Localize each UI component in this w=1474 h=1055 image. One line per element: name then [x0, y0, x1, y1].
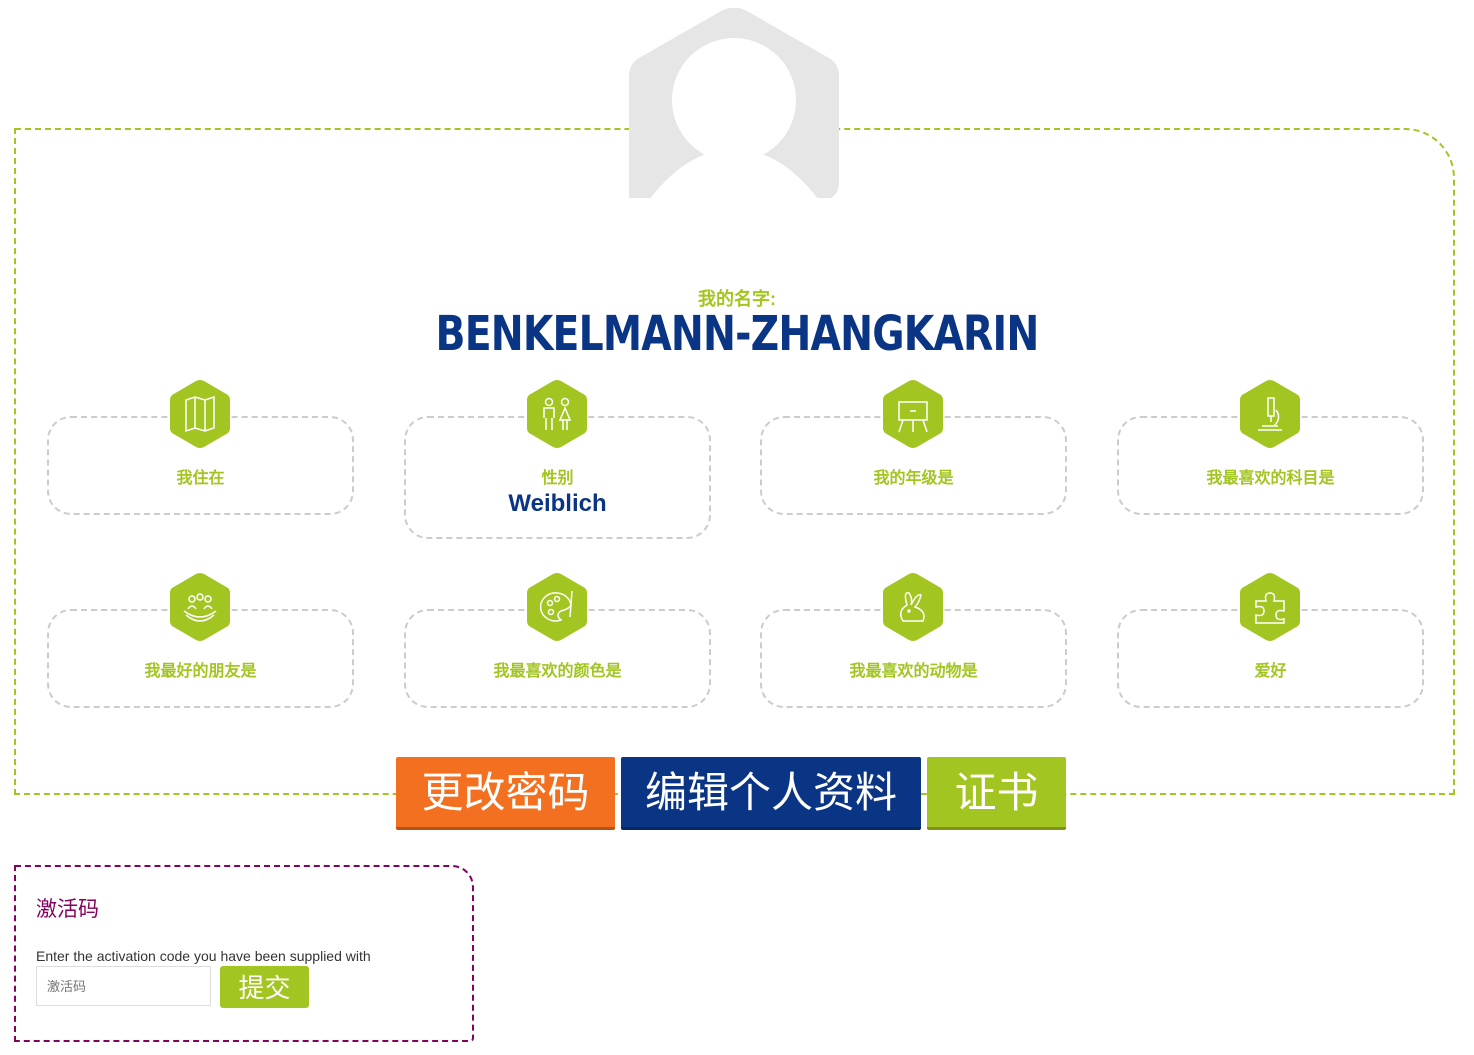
card-label: 性别: [541, 470, 574, 487]
card-label: 我最喜欢的动物是: [849, 663, 978, 680]
map-icon: [170, 380, 230, 448]
edit-profile-button[interactable]: 编辑个人资料: [621, 757, 921, 830]
microscope-icon: [1240, 380, 1300, 448]
card-label: 爱好: [1254, 663, 1287, 680]
activation-code-input[interactable]: [36, 966, 211, 1006]
certificate-button[interactable]: 证书: [927, 757, 1066, 830]
rabbit-icon: [883, 573, 943, 641]
avatar-placeholder-icon: [629, 8, 839, 208]
friends-icon: [170, 573, 230, 641]
palette-icon: [527, 573, 587, 641]
name-label: 我的名字:: [698, 289, 776, 309]
user-name: BENKELMANN-ZHANGKARIN: [435, 306, 1040, 362]
activation-title: 激活码: [36, 898, 99, 921]
card-value: Weiblich: [508, 490, 607, 517]
activation-panel: [14, 865, 474, 1042]
change-password-button[interactable]: 更改密码: [396, 757, 615, 830]
card-label: 我的年级是: [873, 470, 954, 487]
easel-icon: [883, 380, 943, 448]
submit-button[interactable]: 提交: [220, 966, 309, 1008]
card-label: 我最喜欢的科目是: [1206, 470, 1335, 487]
people-icon: [527, 380, 587, 448]
card-label: 我最好的朋友是: [144, 663, 257, 680]
card-label: 我住在: [176, 470, 225, 487]
card-label: 我最喜欢的颜色是: [493, 663, 622, 680]
puzzle-icon: [1240, 573, 1300, 641]
activation-instructions: Enter the activation code you have been …: [36, 948, 371, 964]
